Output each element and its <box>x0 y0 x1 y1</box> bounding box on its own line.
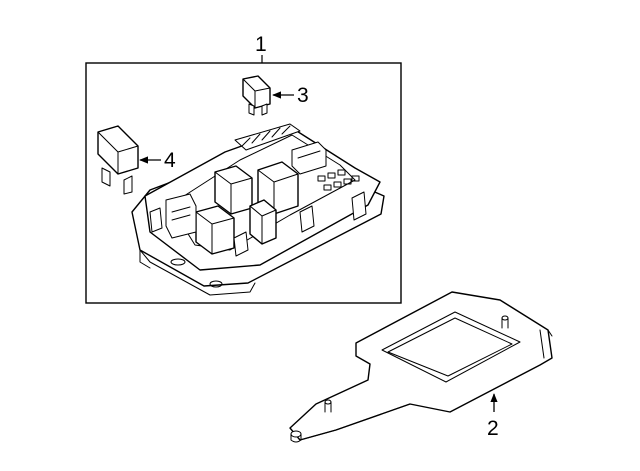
mounting-bracket <box>289 291 553 443</box>
large-fuse-part <box>97 125 139 195</box>
fuse-relay-box <box>131 123 385 296</box>
small-fuse-part <box>242 75 271 116</box>
callout-2-label: 2 <box>487 417 499 440</box>
callout-4-label: 4 <box>164 149 176 172</box>
assembly-frame <box>85 62 402 304</box>
callout-3-label: 3 <box>297 84 309 107</box>
callout-1-label: 1 <box>255 33 267 56</box>
